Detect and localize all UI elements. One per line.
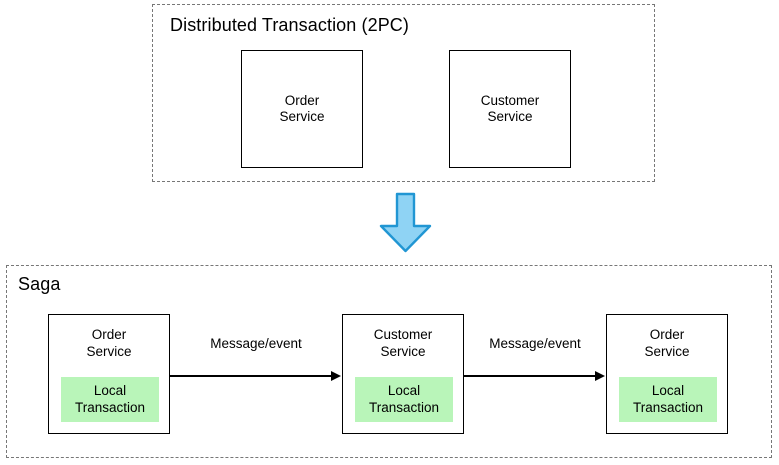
- local-transaction-badge: Local Transaction: [355, 377, 453, 422]
- local-transaction-badge: Local Transaction: [61, 377, 159, 422]
- connector-arrowhead-2: [595, 370, 605, 381]
- group-saga: [6, 265, 772, 458]
- saga-step-order-service-2[interactable]: Order Service Local Transaction: [606, 314, 728, 434]
- group-distributed-transaction: [152, 4, 655, 182]
- service-label: Order Service: [644, 327, 690, 359]
- group-title-distributed-transaction: Distributed Transaction (2PC): [170, 15, 409, 35]
- saga-step-customer-service[interactable]: Customer Service Local Transaction: [342, 314, 464, 434]
- service-label: Order Service: [279, 92, 325, 125]
- service-label: Customer Service: [373, 327, 433, 359]
- service-box-customer-2pc[interactable]: Customer Service: [449, 50, 571, 168]
- local-transaction-badge: Local Transaction: [619, 377, 717, 422]
- down-arrow-icon: [378, 192, 433, 254]
- edge-label-message-event-1: Message/event: [210, 336, 302, 351]
- edge-label-message-event-2: Message/event: [489, 336, 581, 351]
- saga-step-order-service-1[interactable]: Order Service Local Transaction: [48, 314, 170, 434]
- service-label: Customer Service: [480, 92, 540, 125]
- group-title-saga: Saga: [18, 274, 61, 294]
- connector-line-2: [464, 375, 596, 377]
- service-box-order-2pc[interactable]: Order Service: [241, 50, 363, 168]
- service-label: Order Service: [86, 327, 132, 359]
- connector-arrowhead-1: [331, 370, 341, 381]
- connector-line-1: [170, 375, 332, 377]
